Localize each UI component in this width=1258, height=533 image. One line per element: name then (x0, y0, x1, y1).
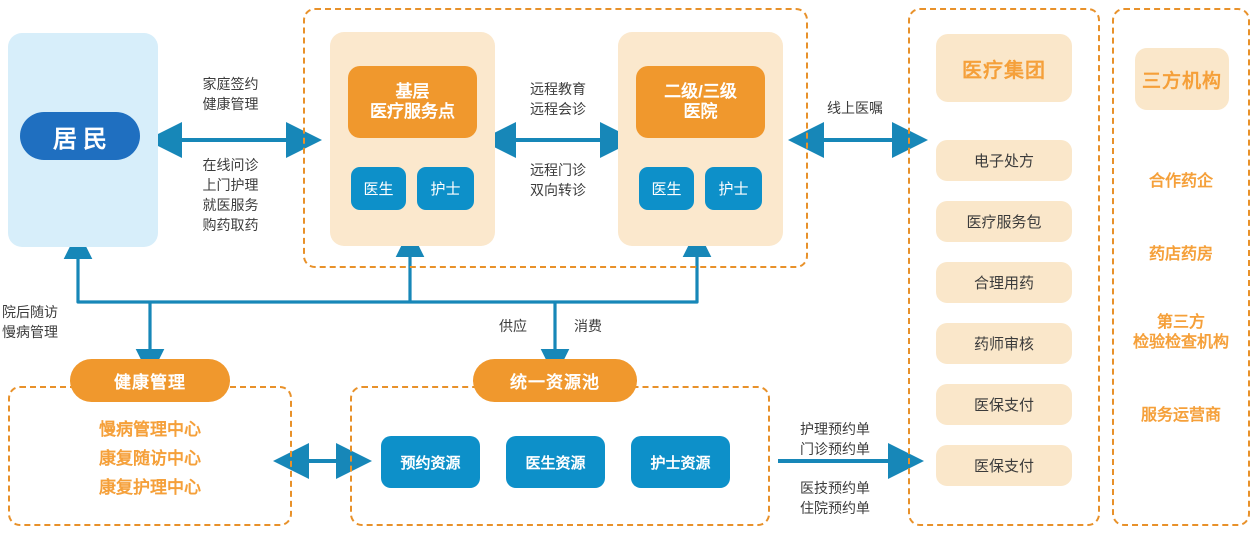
resource-pool-tab[interactable]: 统一资源池 (473, 359, 637, 402)
role-chip-doctor-primary[interactable]: 医生 (351, 167, 406, 210)
institution-title-primary[interactable]: 基层 医疗服务点 (348, 66, 477, 138)
arrow-label-institutions-top: 远程教育远程会诊 (530, 81, 586, 117)
arrow-label-resident-top: 家庭签约健康管理 (202, 76, 259, 112)
arrow-label-consume: 消费 (574, 318, 602, 334)
role-chip-nurse-primary[interactable]: 护士 (417, 167, 474, 210)
medical-group-item[interactable]: 医保支付 (936, 384, 1072, 425)
arrow-label-resident-bottom: 在线问诊上门护理就医服务购药取药 (202, 157, 259, 233)
resident-pill[interactable]: 居民 (20, 112, 140, 160)
health-management-item[interactable]: 康复随访中心 (99, 449, 201, 468)
arrow-label-booking-top: 护理预约单门诊预约单 (800, 421, 870, 457)
role-chip-doctor-hospital[interactable]: 医生 (639, 167, 694, 210)
institution-title-primary-line2: 医疗服务点 (370, 102, 455, 121)
role-chip-nurse-hospital[interactable]: 护士 (705, 167, 762, 210)
resource-chip-booking[interactable]: 预约资源 (381, 436, 480, 488)
third-party-title: 三方机构 (1135, 48, 1229, 110)
resource-chip-doctor[interactable]: 医生资源 (506, 436, 605, 488)
institution-card-hospital (618, 32, 783, 246)
institution-title-primary-line1: 基层 (395, 81, 430, 101)
institution-card-primary (330, 32, 495, 246)
medical-group-item[interactable]: 合理用药 (936, 262, 1072, 303)
medical-group-item[interactable]: 医保支付 (936, 445, 1072, 486)
arrow-label-online-order: 线上医嘱 (827, 100, 883, 116)
third-party-item[interactable]: 第三方检验检查机构 (1132, 314, 1229, 351)
third-party-item[interactable]: 服务运营商 (1140, 407, 1221, 424)
institution-title-hospital[interactable]: 二级/三级 医院 (636, 66, 765, 138)
medical-group-item[interactable]: 药师审核 (936, 323, 1072, 364)
institution-title-hospital-line1: 二级/三级 (664, 81, 737, 101)
health-management-tab[interactable]: 健康管理 (70, 359, 230, 402)
arrow-label-supply: 供应 (499, 318, 527, 334)
third-party-item[interactable]: 合作药企 (1148, 173, 1213, 190)
arrow-label-booking-bottom: 医技预约单住院预约单 (800, 480, 870, 516)
third-party-item[interactable]: 药店药房 (1148, 246, 1213, 263)
arrow-label-institutions-bottom: 远程门诊双向转诊 (530, 162, 586, 198)
medical-group-title: 医疗集团 (936, 34, 1072, 102)
medical-group-item[interactable]: 电子处方 (936, 140, 1072, 181)
medical-institutions-panel (303, 8, 808, 268)
arrow-label-follow-up: 院后随访慢病管理 (2, 304, 58, 340)
health-management-item-list: 慢病管理中心康复随访中心康复护理中心 (8, 415, 292, 502)
third-party-panel (1112, 8, 1250, 526)
resource-chip-nurse[interactable]: 护士资源 (631, 436, 730, 488)
institution-title-hospital-line2: 医院 (683, 102, 718, 121)
health-management-item[interactable]: 康复护理中心 (99, 478, 201, 497)
medical-group-panel (908, 8, 1100, 526)
medical-group-item[interactable]: 医疗服务包 (936, 201, 1072, 242)
health-management-item[interactable]: 慢病管理中心 (99, 420, 201, 439)
